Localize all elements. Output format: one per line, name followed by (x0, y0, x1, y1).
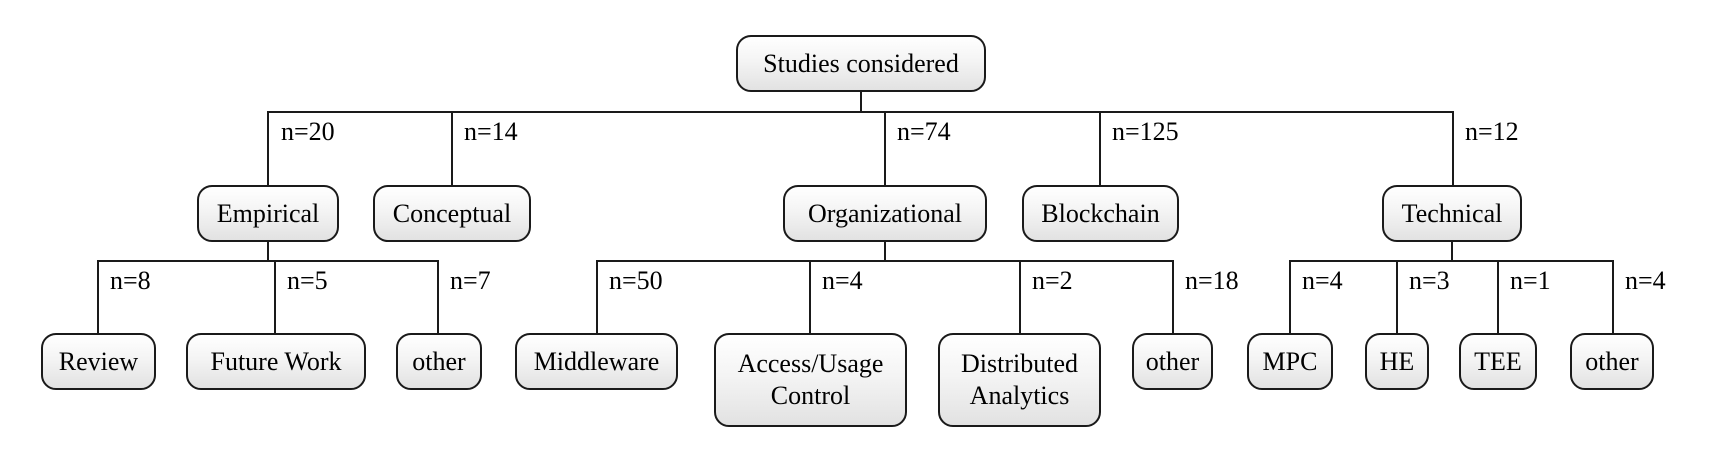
edge-drop-technical (1452, 111, 1454, 185)
node-organizational-other: other (1132, 333, 1213, 390)
count-label-future-work: n=5 (287, 266, 328, 295)
edge-drop-review (97, 260, 99, 333)
node-technical-other: other (1570, 333, 1654, 390)
count-label-technical-other: n=4 (1625, 266, 1666, 295)
edge-empirical-span (97, 260, 439, 262)
edge-empirical-connector (267, 242, 269, 262)
node-mpc: MPC (1247, 333, 1333, 390)
edge-root-connector (860, 92, 862, 113)
node-blockchain: Blockchain (1022, 185, 1179, 242)
node-he: HE (1365, 333, 1429, 390)
edge-technical-connector (1451, 242, 1453, 262)
count-label-tee: n=1 (1510, 266, 1551, 295)
edge-organizational-connector (884, 242, 886, 262)
edge-drop-distributed (1019, 260, 1021, 333)
edge-organizational-span (596, 260, 1174, 262)
edge-drop-blockchain (1099, 111, 1101, 185)
edge-drop-organizational-other (1172, 260, 1174, 333)
node-middleware: Middleware (515, 333, 678, 390)
count-label-organizational: n=74 (897, 117, 951, 146)
node-studies-considered: Studies considered (736, 35, 986, 92)
node-technical: Technical (1382, 185, 1522, 242)
node-empirical: Empirical (197, 185, 339, 242)
edge-drop-tee (1497, 260, 1499, 333)
count-label-blockchain: n=125 (1112, 117, 1179, 146)
edge-drop-empirical (267, 111, 269, 185)
count-label-empirical: n=20 (281, 117, 335, 146)
count-label-technical: n=12 (1465, 117, 1519, 146)
count-label-mpc: n=4 (1302, 266, 1343, 295)
edge-drop-conceptual (451, 111, 453, 185)
edge-drop-organizational (884, 111, 886, 185)
node-tee: TEE (1459, 333, 1537, 390)
count-label-conceptual: n=14 (464, 117, 518, 146)
edge-drop-access-usage (809, 260, 811, 333)
edge-drop-technical-other (1612, 260, 1614, 333)
node-conceptual: Conceptual (373, 185, 531, 242)
count-label-distributed: n=2 (1032, 266, 1073, 295)
node-future-work: Future Work (186, 333, 366, 390)
node-review: Review (41, 333, 156, 390)
edge-drop-middleware (596, 260, 598, 333)
edge-drop-empirical-other (437, 260, 439, 333)
node-organizational: Organizational (783, 185, 987, 242)
node-access-usage-control: Access/Usage Control (714, 333, 907, 427)
count-label-middleware: n=50 (609, 266, 663, 295)
count-label-organizational-other: n=18 (1185, 266, 1239, 295)
edge-technical-span (1289, 260, 1613, 262)
node-distributed-analytics: Distributed Analytics (938, 333, 1101, 427)
count-label-he: n=3 (1409, 266, 1450, 295)
count-label-empirical-other: n=7 (450, 266, 491, 295)
edge-level1-span (267, 111, 1454, 113)
count-label-review: n=8 (110, 266, 151, 295)
edge-drop-mpc (1289, 260, 1291, 333)
count-label-access-usage: n=4 (822, 266, 863, 295)
node-empirical-other: other (396, 333, 482, 390)
edge-drop-future-work (274, 260, 276, 333)
edge-drop-he (1396, 260, 1398, 333)
